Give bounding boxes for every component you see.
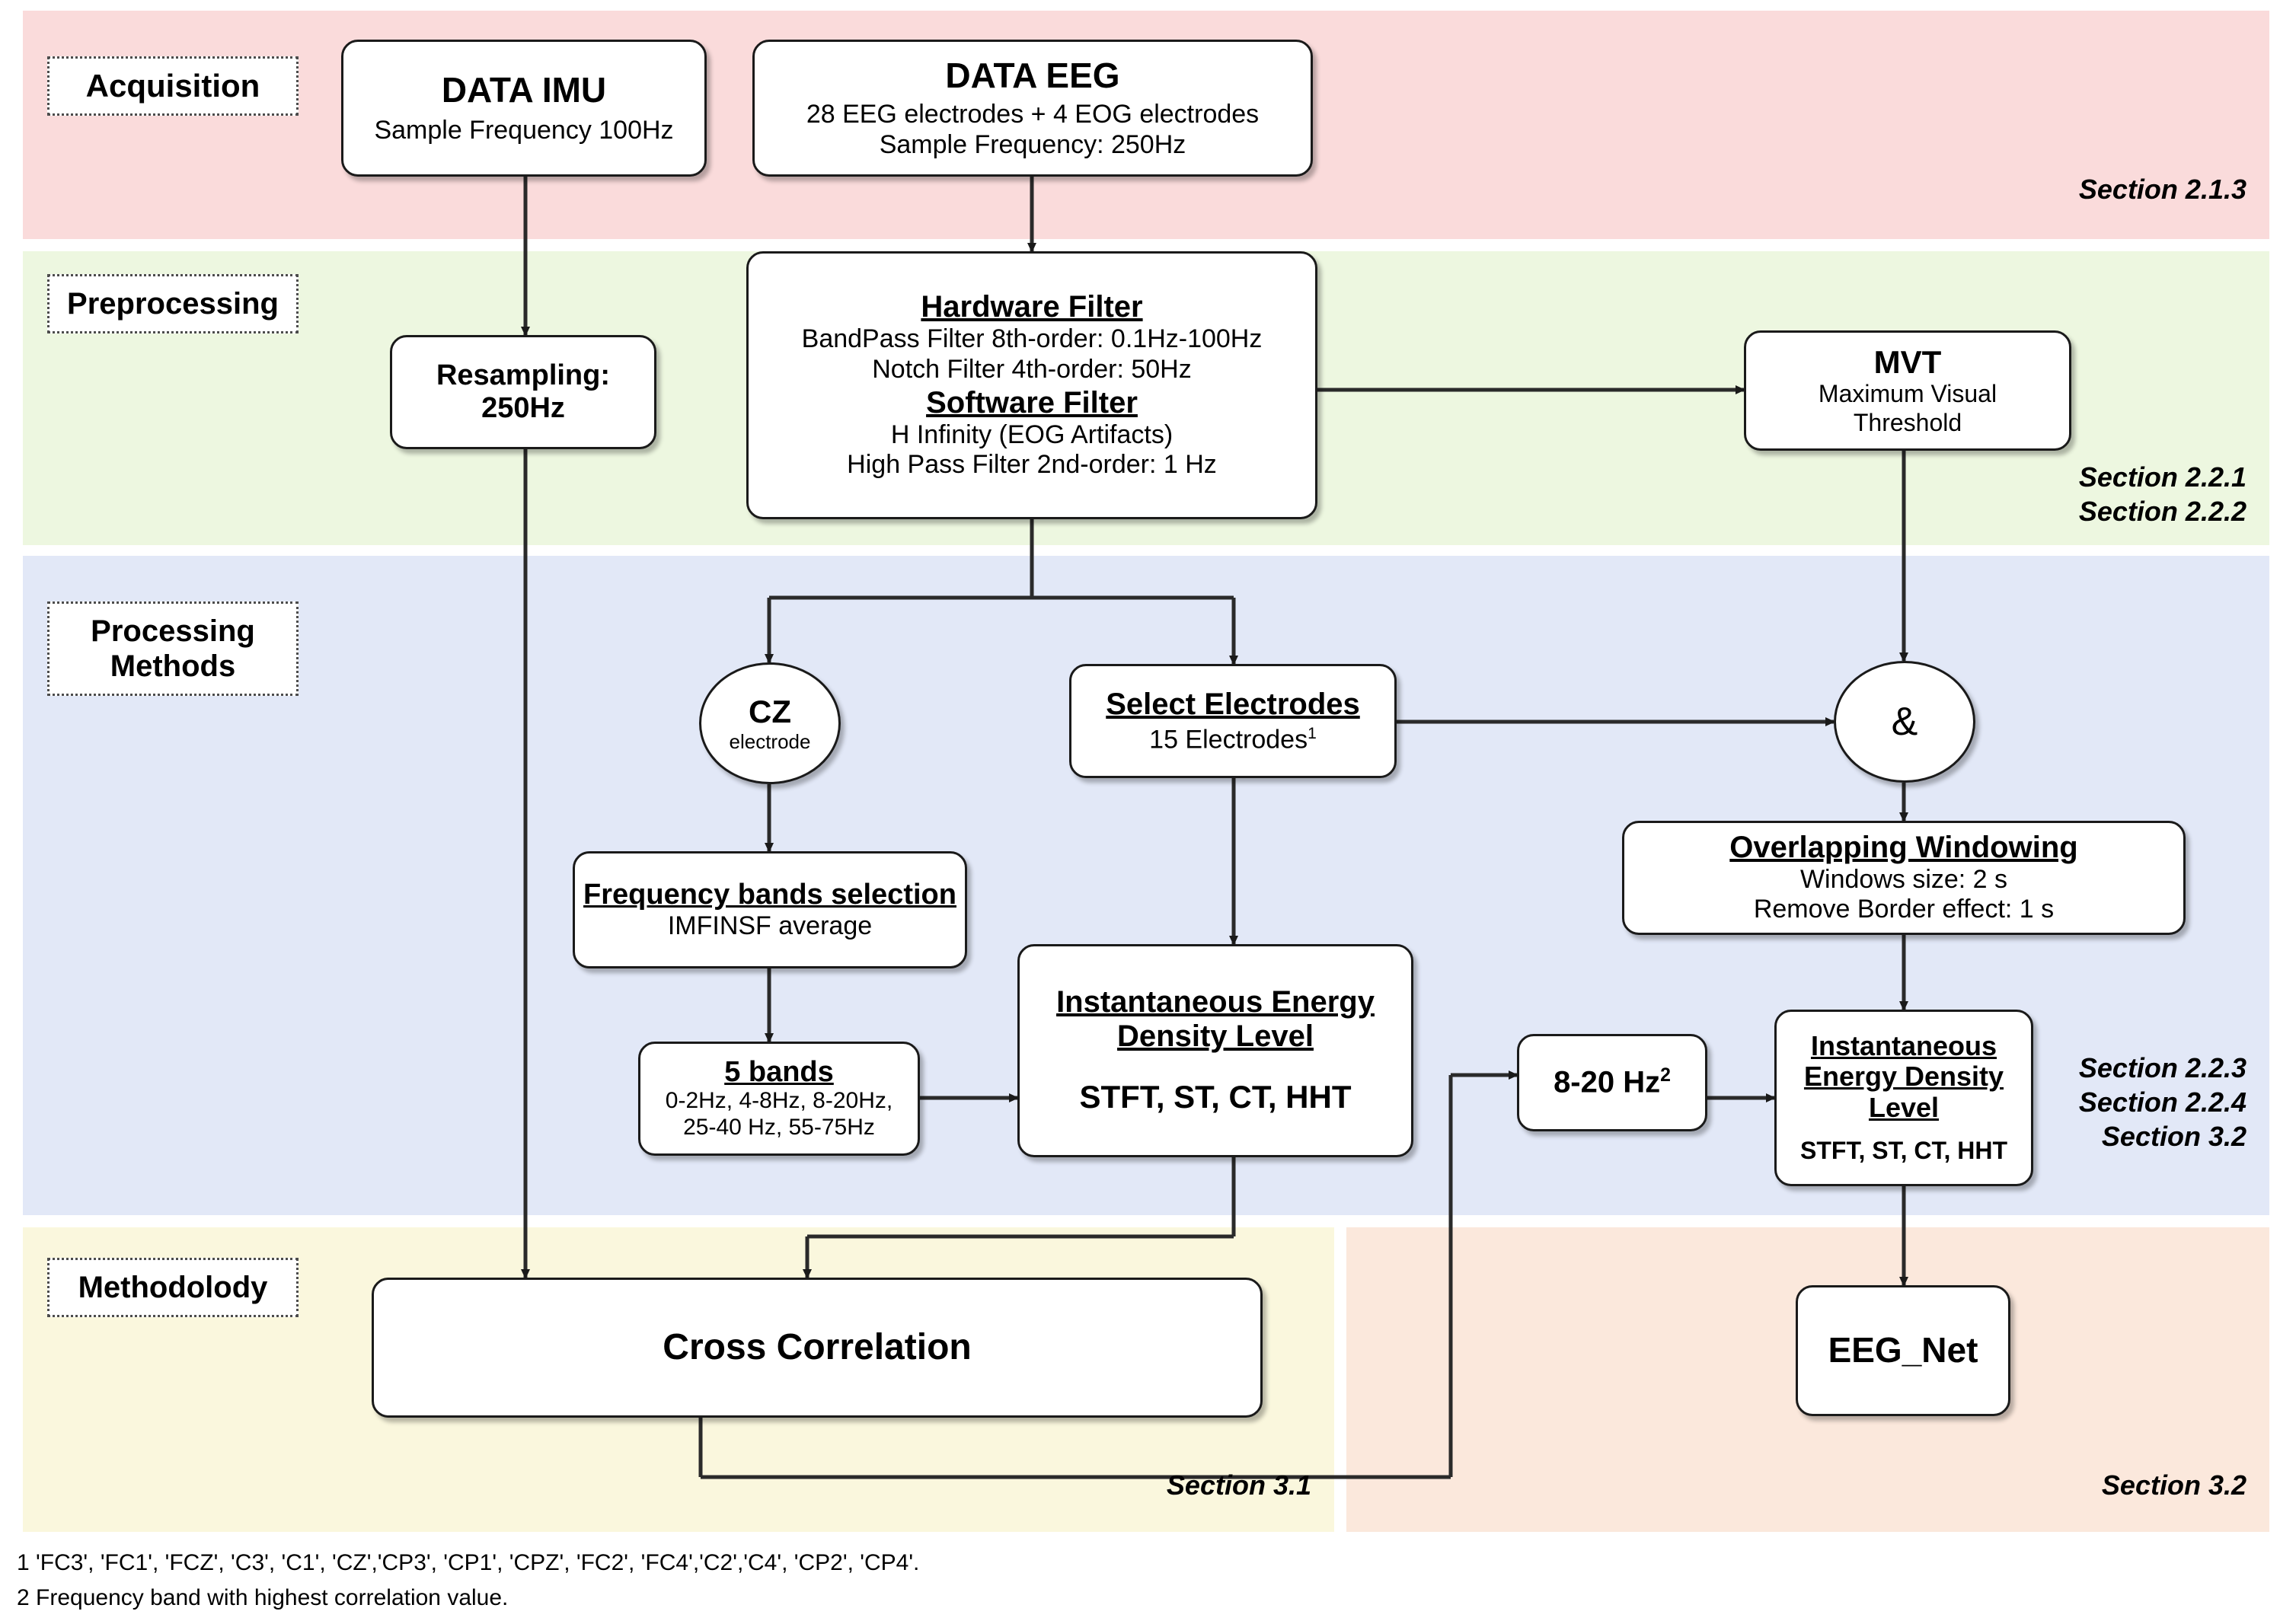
stage-label-acquisition: Acquisition	[47, 56, 299, 116]
footnote-1: 1 'FC3', 'FC1', 'FCZ', 'C3', 'C1', 'CZ',…	[17, 1550, 920, 1575]
node-filters-line1: BandPass Filter 8th-order: 0.1Hz-100Hz	[801, 324, 1263, 354]
node-five-bands[interactable]: 5 bands 0-2Hz, 4-8Hz, 8-20Hz, 25-40 Hz, …	[638, 1042, 920, 1156]
node-select-electrodes-count: 15 Electrodes	[1149, 724, 1308, 754]
footnote-marker-2: 2	[1660, 1065, 1671, 1086]
stage-label-methodology: Methodolody	[47, 1258, 299, 1317]
node-select-electrodes-title: Select Electrodes	[1106, 687, 1360, 721]
footnote-2: 2 Frequency band with highest correlatio…	[17, 1585, 509, 1610]
node-resampling-title: Resampling:	[436, 359, 611, 392]
node-and-gate[interactable]: &	[1834, 661, 1975, 783]
node-eeg-net-title: EEG_Net	[1828, 1330, 1978, 1370]
node-overlapping-windowing-line1: Windows size: 2 s	[1799, 864, 2008, 894]
node-iedl-left-title2: Density Level	[1117, 1019, 1314, 1053]
node-band-8-20hz-label: 8-20 Hz	[1554, 1065, 1661, 1099]
node-iedl-right-title2: Energy Density	[1803, 1061, 2004, 1093]
node-overlapping-windowing-title: Overlapping Windowing	[1729, 831, 2078, 865]
node-cross-correlation-title: Cross Correlation	[663, 1327, 972, 1368]
section-ref-preprocessing: Section 2.2.1 Section 2.2.2	[2078, 461, 2246, 527]
node-mvt-title: MVT	[1873, 344, 1942, 381]
node-data-imu-line1: Sample Frequency 100Hz	[374, 116, 674, 145]
node-iedl-right-title1: Instantaneous	[1810, 1029, 1997, 1061]
node-mvt-line2: Threshold	[1853, 408, 1962, 436]
node-five-bands-line1: 0-2Hz, 4-8Hz, 8-20Hz,	[665, 1088, 893, 1114]
node-iedl-left-line1: STFT, ST, CT, HHT	[1079, 1079, 1352, 1115]
node-filters[interactable]: Hardware Filter BandPass Filter 8th-orde…	[746, 251, 1317, 519]
node-data-imu[interactable]: DATA IMU Sample Frequency 100Hz	[341, 40, 707, 177]
node-filters-line2: Notch Filter 4th-order: 50Hz	[872, 354, 1192, 384]
node-frequency-bands-selection-title: Frequency bands selection	[583, 879, 956, 911]
node-instantaneous-energy-density-level-right[interactable]: Instantaneous Energy Density Level STFT,…	[1774, 1010, 2033, 1186]
section-ref-methodology-right: Section 3.2	[2101, 1469, 2246, 1501]
node-filters-software-title: Software Filter	[926, 386, 1138, 420]
node-data-eeg-line2: Sample Frequency: 250Hz	[879, 129, 1186, 159]
node-frequency-bands-selection[interactable]: Frequency bands selection IMFINSF averag…	[573, 851, 967, 968]
node-iedl-right-line1: STFT, ST, CT, HHT	[1800, 1136, 2007, 1164]
node-data-eeg-line1: 28 EEG electrodes + 4 EOG electrodes	[806, 100, 1260, 129]
node-resampling-line1: 250Hz	[481, 392, 565, 424]
node-cz-line1: electrode	[729, 729, 811, 753]
node-instantaneous-energy-density-level-left[interactable]: Instantaneous Energy Density Level STFT,…	[1017, 944, 1413, 1157]
node-iedl-right-title3: Level	[1868, 1091, 1940, 1123]
node-mvt-line1: Maximum Visual	[1818, 380, 1997, 408]
node-frequency-bands-selection-line1: IMFINSF average	[667, 911, 873, 940]
node-select-electrodes[interactable]: Select Electrodes 15 Electrodes1	[1069, 664, 1397, 778]
node-five-bands-line2: 25-40 Hz, 55-75Hz	[683, 1115, 875, 1141]
node-data-eeg[interactable]: DATA EEG 28 EEG electrodes + 4 EOG elect…	[752, 40, 1313, 177]
node-cz-electrode[interactable]: CZ electrode	[699, 662, 841, 784]
stage-label-preprocessing: Preprocessing	[47, 274, 299, 333]
node-filters-line3: H Infinity (EOG Artifacts)	[890, 420, 1174, 449]
node-data-eeg-title: DATA EEG	[945, 55, 1120, 95]
node-and-gate-symbol: &	[1891, 700, 1918, 744]
node-five-bands-title: 5 bands	[724, 1055, 834, 1088]
node-select-electrodes-line1: 15 Electrodes1	[1149, 725, 1317, 755]
stage-label-processing: Processing Methods	[47, 601, 299, 696]
node-filters-hardware-title: Hardware Filter	[921, 290, 1143, 324]
node-cross-correlation[interactable]: Cross Correlation	[372, 1278, 1263, 1418]
node-iedl-left-title1: Instantaneous Energy	[1056, 984, 1375, 1019]
node-band-8-20hz[interactable]: 8-20 Hz2	[1517, 1034, 1707, 1131]
node-resampling[interactable]: Resampling: 250Hz	[390, 335, 656, 449]
section-ref-acquisition: Section 2.1.3	[2078, 174, 2246, 205]
section-ref-processing: Section 2.2.3 Section 2.2.4 Section 3.2	[2078, 1052, 2246, 1152]
node-overlapping-windowing-line2: Remove Border effect: 1 s	[1753, 895, 2055, 924]
footnote-marker-1: 1	[1308, 724, 1317, 742]
node-eeg-net[interactable]: EEG_Net	[1796, 1285, 2010, 1416]
section-ref-methodology: Section 3.1	[1166, 1469, 1311, 1501]
node-filters-line4: High Pass Filter 2nd-order: 1 Hz	[847, 450, 1217, 480]
node-cz-title: CZ	[749, 693, 791, 729]
node-overlapping-windowing[interactable]: Overlapping Windowing Windows size: 2 s …	[1622, 821, 2186, 935]
node-data-imu-title: DATA IMU	[441, 69, 607, 110]
node-band-8-20hz-title: 8-20 Hz2	[1554, 1065, 1671, 1099]
node-mvt[interactable]: MVT Maximum Visual Threshold	[1744, 330, 2071, 451]
